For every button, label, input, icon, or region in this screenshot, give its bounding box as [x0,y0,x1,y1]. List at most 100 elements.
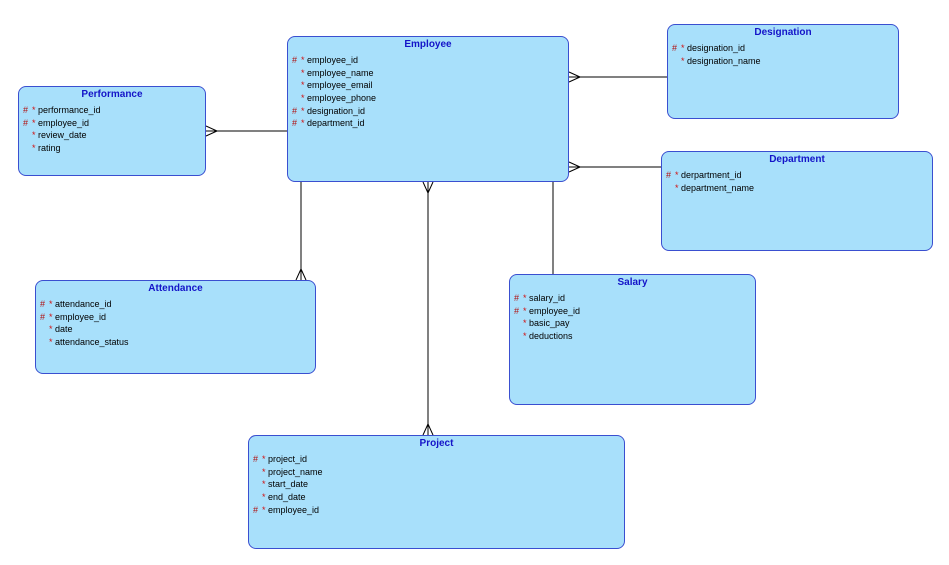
required-marker: * [262,504,266,515]
attribute-name: employee_id [529,305,581,316]
attribute-list: #*project_id*project_name*start_date*end… [249,453,624,516]
attribute-row: *basic_pay [510,317,755,330]
employee-department-relationship [568,161,661,173]
attribute-row: #*designation_id [288,105,568,118]
primary-key-marker: # [292,55,298,65]
required-marker: * [301,67,305,78]
attribute-row: #*employee_id [249,504,624,517]
required-marker: * [49,324,53,335]
attribute-row: *designation_name [668,55,898,68]
attribute-name: employee_email [307,80,373,91]
attribute-name: deductions [529,331,573,342]
required-marker: * [262,454,266,464]
attribute-name: designation_id [687,43,746,53]
attribute-list: #*derpartment_id*department_name [662,169,932,194]
required-marker: * [32,130,36,141]
required-marker: * [262,466,266,477]
required-marker: * [301,55,305,65]
entity-performance[interactable]: Performance #*performance_id#*employee_i… [18,86,206,176]
entity-salary[interactable]: Salary #*salary_id#*employee_id*basic_pa… [509,274,756,405]
required-marker: * [523,305,527,316]
primary-key-marker: # [23,105,29,115]
primary-key-marker: # [253,504,259,515]
attribute-name: salary_id [529,293,566,303]
attribute-row: #*employee_id [510,305,755,318]
attribute-name: employee_name [307,67,374,78]
attribute-row: *department_name [662,182,932,195]
required-marker: * [32,105,36,115]
attribute-name: employee_id [268,504,320,515]
employee-performance-relationship [205,125,287,137]
primary-key-marker: # [253,454,259,464]
required-marker: * [49,337,53,348]
required-marker: * [675,182,679,193]
employee-attendance-relationship [295,182,307,281]
entity-project[interactable]: Project #*project_id*project_name*start_… [248,435,625,549]
entity-title: Designation [754,27,812,38]
primary-key-marker: # [40,311,46,322]
required-marker: * [262,492,266,503]
primary-key-marker: # [292,105,298,116]
attribute-row: #*salary_id [510,292,755,305]
attribute-name: basic_pay [529,318,570,329]
attribute-row: *review_date [19,129,205,142]
attribute-row: #*employee_id [36,311,315,324]
required-marker: * [301,105,305,116]
attribute-row: *employee_name [288,67,568,80]
attribute-list: #*designation_id*designation_name [668,42,898,67]
entity-employee[interactable]: Employee #*employee_id*employee_name*emp… [287,36,569,182]
primary-key-marker: # [514,305,520,316]
required-marker: * [675,170,679,180]
primary-key-marker: # [672,43,678,53]
required-marker: * [681,43,685,53]
entity-department[interactable]: Department #*derpartment_id*department_n… [661,151,933,251]
attribute-name: end_date [268,492,306,503]
attribute-name: employee_id [38,117,90,128]
attribute-list: #*performance_id#*employee_id*review_dat… [19,104,205,155]
attribute-name: performance_id [38,105,101,115]
attribute-name: attendance_id [55,299,112,309]
required-marker: * [301,80,305,91]
required-marker: * [681,55,685,66]
required-marker: * [523,331,527,342]
required-marker: * [523,293,527,303]
attribute-list: #*attendance_id#*employee_id*date*attend… [36,298,315,349]
required-marker: * [32,143,36,154]
attribute-name: start_date [268,479,309,490]
employee-designation-relationship [568,71,667,83]
attribute-name: employee_phone [307,93,377,104]
attribute-row: *date [36,323,315,336]
attribute-row: #*project_id [249,453,624,466]
entity-title: Salary [617,277,648,288]
attribute-row: #*attendance_id [36,298,315,311]
attribute-name: designation_name [687,55,761,66]
attribute-list: #*employee_id*employee_name*employee_ema… [288,54,568,130]
attribute-name: review_date [38,130,87,141]
entity-attendance[interactable]: Attendance #*attendance_id#*employee_id*… [35,280,316,374]
employee-project-relationship [422,181,434,436]
primary-key-marker: # [292,118,298,129]
entity-title: Attendance [148,283,203,294]
entity-designation[interactable]: Designation #*designation_id*designation… [667,24,899,119]
attribute-name: project_name [268,466,323,477]
attribute-name: rating [38,143,61,154]
entity-title: Project [419,438,454,449]
attribute-row: #*performance_id [19,104,205,117]
attribute-row: *end_date [249,491,624,504]
attribute-row: *rating [19,142,205,155]
primary-key-marker: # [666,170,672,180]
required-marker: * [32,117,36,128]
attribute-name: project_id [268,454,308,464]
required-marker: * [523,318,527,329]
attribute-row: #*employee_id [288,54,568,67]
attribute-name: attendance_status [55,337,129,348]
attribute-row: *attendance_status [36,336,315,349]
attribute-row: #*derpartment_id [662,169,932,182]
primary-key-marker: # [40,299,46,309]
attribute-name: designation_id [307,105,366,116]
attribute-row: *project_name [249,466,624,479]
attribute-name: department_name [681,182,755,193]
attribute-list: #*salary_id#*employee_id*basic_pay*deduc… [510,292,755,343]
primary-key-marker: # [514,293,520,303]
